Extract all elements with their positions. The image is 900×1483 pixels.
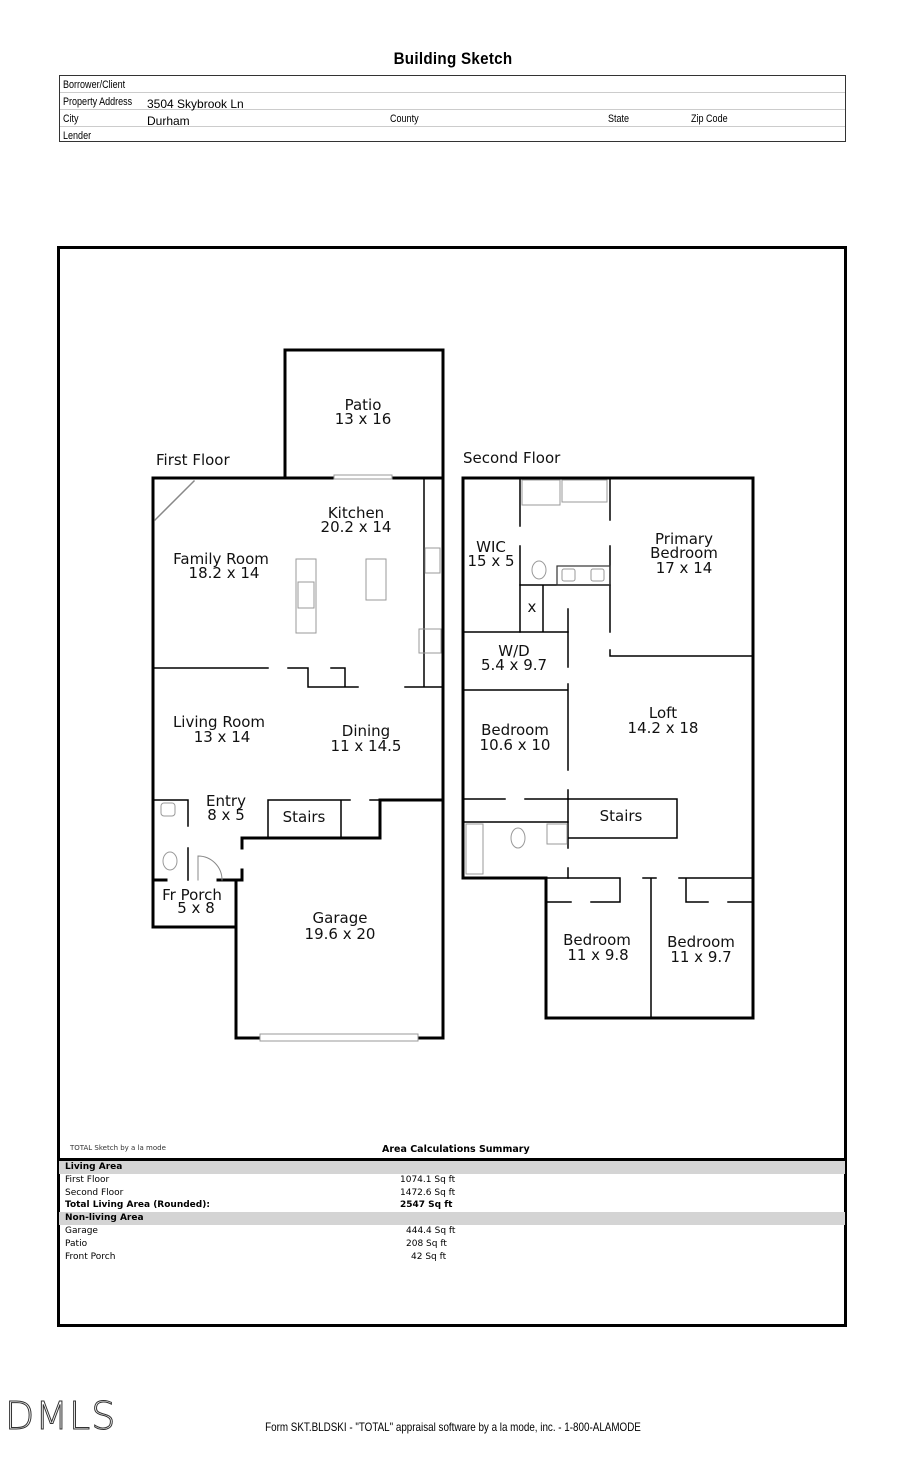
floor-plan-sketch: First Floor Second Floor Patio 13 x 16 K… (151, 348, 755, 1042)
room-label: Stairs (283, 808, 326, 826)
state-label: State (608, 113, 630, 125)
nonliving-area-header: Non-living Area (59, 1212, 845, 1225)
room-label: Family Room (173, 550, 269, 568)
room-label: Entry (206, 792, 246, 810)
second-floor-label: Second Floor (463, 449, 561, 467)
room-label: 5 x 8 (177, 899, 215, 917)
room-label: 18.2 x 14 (189, 564, 260, 582)
room-label: Stairs (600, 807, 643, 825)
room-label: 13 x 14 (194, 728, 251, 746)
room-label: Bedroom (667, 933, 735, 951)
borrower-row: Borrower/Client (60, 76, 845, 93)
room-label: 14.2 x 18 (628, 719, 699, 737)
room-label: Patio (345, 396, 382, 414)
room-label: 20.2 x 14 (321, 518, 392, 536)
room-label: 11 x 9.8 (567, 946, 628, 964)
city-row: City Durham County State Zip Code (60, 110, 845, 128)
lender-label: Lender (63, 130, 92, 142)
room-label: Fr Porch (162, 886, 222, 904)
room-label: Bedroom (563, 931, 631, 949)
room-label: 11 x 14.5 (331, 737, 402, 755)
room-label: Loft (649, 704, 677, 722)
borrower-label: Borrower/Client (63, 79, 126, 91)
living-area-header: Living Area (59, 1161, 845, 1174)
room-label: 5.4 x 9.7 (481, 656, 547, 674)
room-label: 15 x 5 (467, 552, 514, 570)
room-label: 19.6 x 20 (305, 925, 376, 943)
room-label: Bedroom (650, 544, 718, 562)
lender-row: Lender (60, 127, 845, 143)
room-label: Garage (313, 909, 368, 927)
room-label: x (528, 598, 537, 616)
room-label: Living Room (173, 713, 265, 731)
room-label: Bedroom (481, 721, 549, 739)
room-label: Kitchen (328, 504, 384, 522)
area-summary-title: Area Calculations Summary (382, 1144, 530, 1155)
room-label: 11 x 9.7 (670, 948, 731, 966)
room-label: W/D (498, 642, 529, 660)
room-label: WIC (476, 538, 506, 556)
room-label: 17 x 14 (656, 559, 713, 577)
address-label: Property Address (63, 96, 133, 108)
address-row: Property Address 3504 Skybrook Ln (60, 93, 845, 111)
room-label: Dining (342, 722, 390, 740)
dmls-watermark-logo: DMLS (4, 1394, 117, 1439)
room-label: 13 x 16 (335, 410, 392, 428)
county-label: County (390, 113, 419, 125)
city-value: Durham (147, 114, 190, 128)
property-header-table: Borrower/Client Property Address 3504 Sk… (59, 75, 846, 142)
room-label: 10.6 x 10 (480, 736, 551, 754)
sketch-credit: TOTAL Sketch by a la mode (70, 1144, 166, 1152)
first-floor-label: First Floor (156, 451, 230, 469)
page-title: Building Sketch (393, 50, 513, 68)
zip-label: Zip Code (691, 113, 728, 125)
city-label: City (63, 113, 79, 125)
room-label: 8 x 5 (207, 806, 245, 824)
address-value: 3504 Skybrook Ln (147, 97, 244, 111)
area-row-total: Total Living Area (Rounded):2547 Sq ft (65, 1200, 453, 1211)
room-label: Primary (655, 530, 713, 548)
form-footer: Form SKT.BLDSKI - "TOTAL" appraisal soft… (265, 1420, 641, 1434)
sketch-frame (57, 246, 847, 1327)
